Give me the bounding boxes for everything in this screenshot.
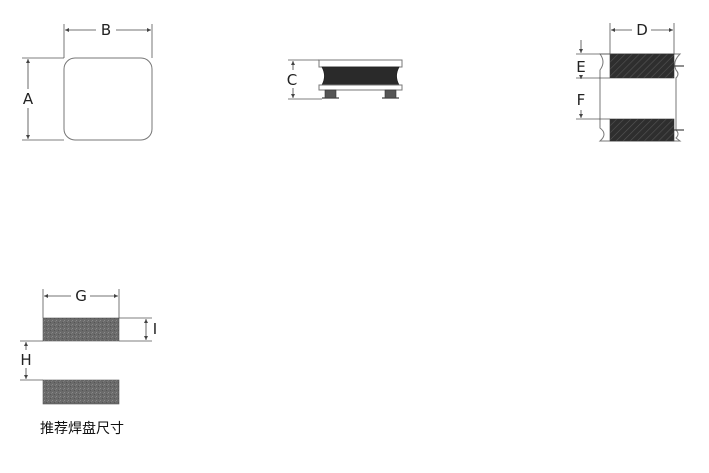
dim-label-c: C <box>287 71 297 89</box>
side-view: C <box>287 59 403 100</box>
pad-top <box>42 317 120 342</box>
dim-label-a: A <box>23 90 34 108</box>
terminal-left <box>324 89 337 99</box>
bottom-flange <box>318 84 403 91</box>
dim-label-f: F <box>577 91 586 109</box>
component-top-outline <box>63 57 153 141</box>
bottom-view: D E F <box>576 21 684 142</box>
top-view: B A <box>22 21 153 141</box>
winding-body <box>321 66 400 86</box>
dim-label-g: G <box>75 287 87 305</box>
dim-label-e: E <box>576 58 585 76</box>
terminal-right <box>384 89 397 99</box>
dim-label-i: I <box>153 320 157 338</box>
top-flange <box>318 59 403 68</box>
winding-band-top <box>609 53 675 79</box>
pad-bottom <box>42 379 120 405</box>
dim-label-d: D <box>636 21 648 39</box>
pad-layout: G I H 推荐焊盘尺寸 <box>20 287 157 437</box>
dim-label-h: H <box>20 351 31 369</box>
winding-band-bottom <box>609 118 675 142</box>
pad-layout-caption: 推荐焊盘尺寸 <box>40 420 124 437</box>
dim-label-b: B <box>101 21 111 39</box>
